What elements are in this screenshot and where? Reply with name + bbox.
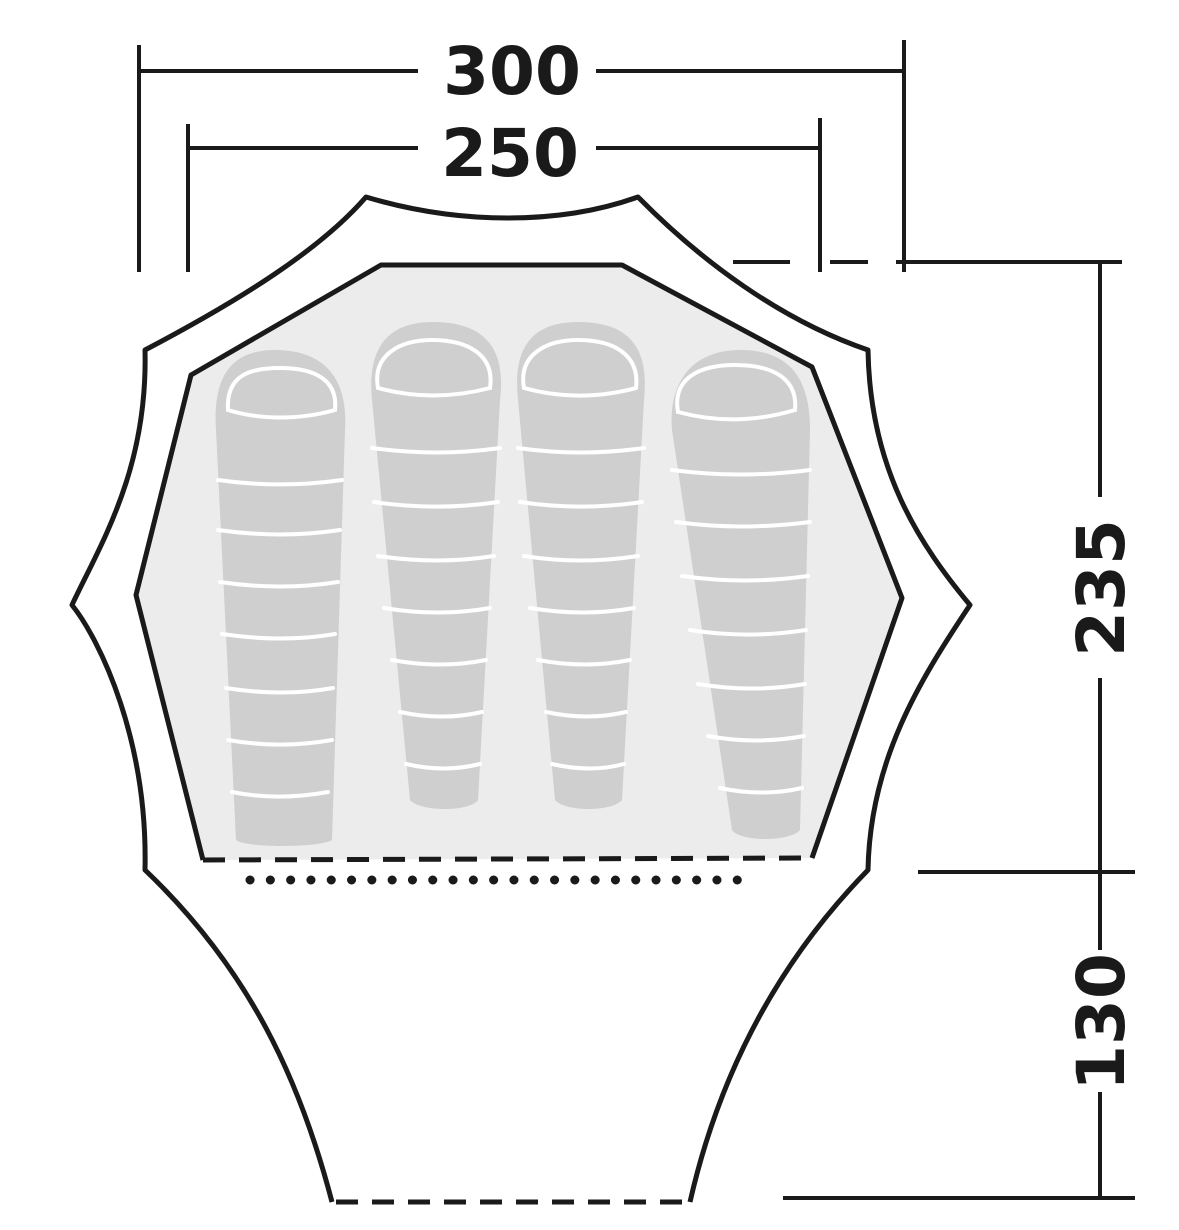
dimension-porch-depth	[783, 872, 1135, 1200]
dimension-inner-width	[186, 118, 822, 272]
quilting-seams	[216, 478, 344, 799]
quilting-seams	[516, 446, 646, 771]
dimension-label-porch-depth: 130	[1063, 953, 1140, 1091]
sleeping-bag-3	[516, 322, 646, 809]
sleeping-bag-2	[370, 322, 502, 809]
sleeping-bag-4	[670, 350, 812, 839]
dimension-outer-width	[137, 40, 906, 272]
inner-tent-outline	[133, 262, 905, 861]
quilting-seams	[370, 446, 502, 771]
hood-seam	[375, 337, 493, 398]
flysheet-outline	[69, 194, 973, 1203]
inner-door-dashed	[202, 855, 813, 863]
hood-seam	[521, 337, 639, 398]
quilting-seams	[670, 468, 812, 795]
dimension-label-outer-width: 300	[443, 33, 581, 110]
sleeping-bag-1	[215, 350, 346, 846]
hood-seam	[225, 365, 338, 420]
dimension-label-inner-width: 250	[441, 115, 579, 192]
hood-seam	[675, 362, 798, 422]
dimension-label-inner-depth: 235	[1063, 519, 1140, 657]
